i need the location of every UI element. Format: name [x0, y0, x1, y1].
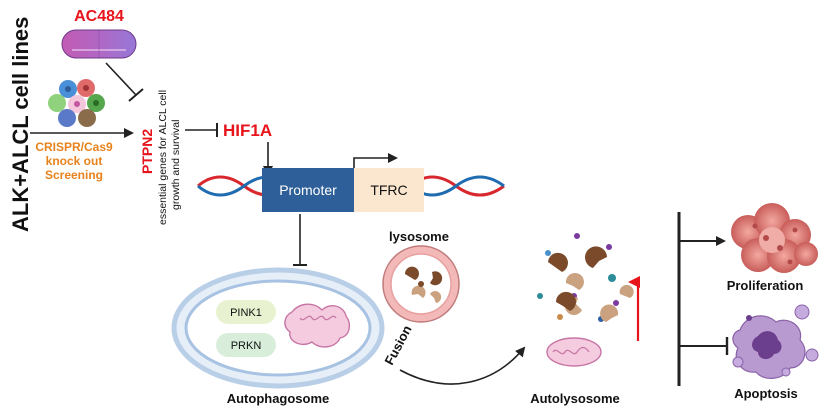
drug-pill-icon — [61, 29, 137, 59]
autolysosome-label: Autolysosome — [530, 391, 620, 406]
ptpn2-label: PTPN2 — [139, 129, 155, 174]
apoptosis-label: Apoptosis — [734, 386, 798, 401]
fusion-label: Fusion — [381, 323, 414, 368]
promoter-label: Promoter — [279, 182, 337, 198]
cell-cluster-icon — [48, 79, 105, 127]
autolysosome-icon — [537, 233, 634, 367]
prkn-label: PRKN — [231, 340, 262, 352]
promoter-inhibition-arrow — [293, 214, 307, 266]
screening-line-2: knock out — [46, 154, 103, 168]
proliferation-label: Proliferation — [727, 278, 804, 293]
hif1a-label: HIF1A — [223, 121, 272, 140]
lysosome-icon — [382, 245, 460, 323]
screening-line-1: CRISPR/Cas9 — [35, 140, 113, 154]
autophagosome-label: Autophagosome — [227, 391, 330, 406]
fusion-arrow — [399, 346, 526, 385]
proliferation-icon — [731, 203, 818, 273]
pink1-box — [216, 300, 276, 324]
ptpn2-note-line-1: essential genes for ALCL cell — [157, 90, 169, 225]
apoptosis-icon — [732, 304, 819, 379]
transcription-arrow — [353, 153, 398, 168]
lysosome-label: lysosome — [389, 229, 449, 244]
drug-inhibition-arrow — [105, 62, 144, 102]
ptpn2-inhibition-arrow — [185, 123, 218, 137]
tfrc-box — [354, 168, 424, 212]
prkn-box — [216, 333, 276, 357]
pink1-label: PINK1 — [230, 307, 262, 319]
promoter-box — [262, 168, 354, 212]
ptpn2-note-line-2: growth and survival — [170, 120, 182, 210]
apoptosis-inhibition-arrow — [679, 337, 729, 355]
screening-line-3: Screening — [45, 168, 103, 182]
side-title: ALK+ALCL cell lines — [8, 17, 33, 232]
tfrc-label: TFRC — [370, 182, 407, 198]
drug-label: AC484 — [74, 8, 124, 25]
autophagosome-icon — [171, 267, 385, 389]
